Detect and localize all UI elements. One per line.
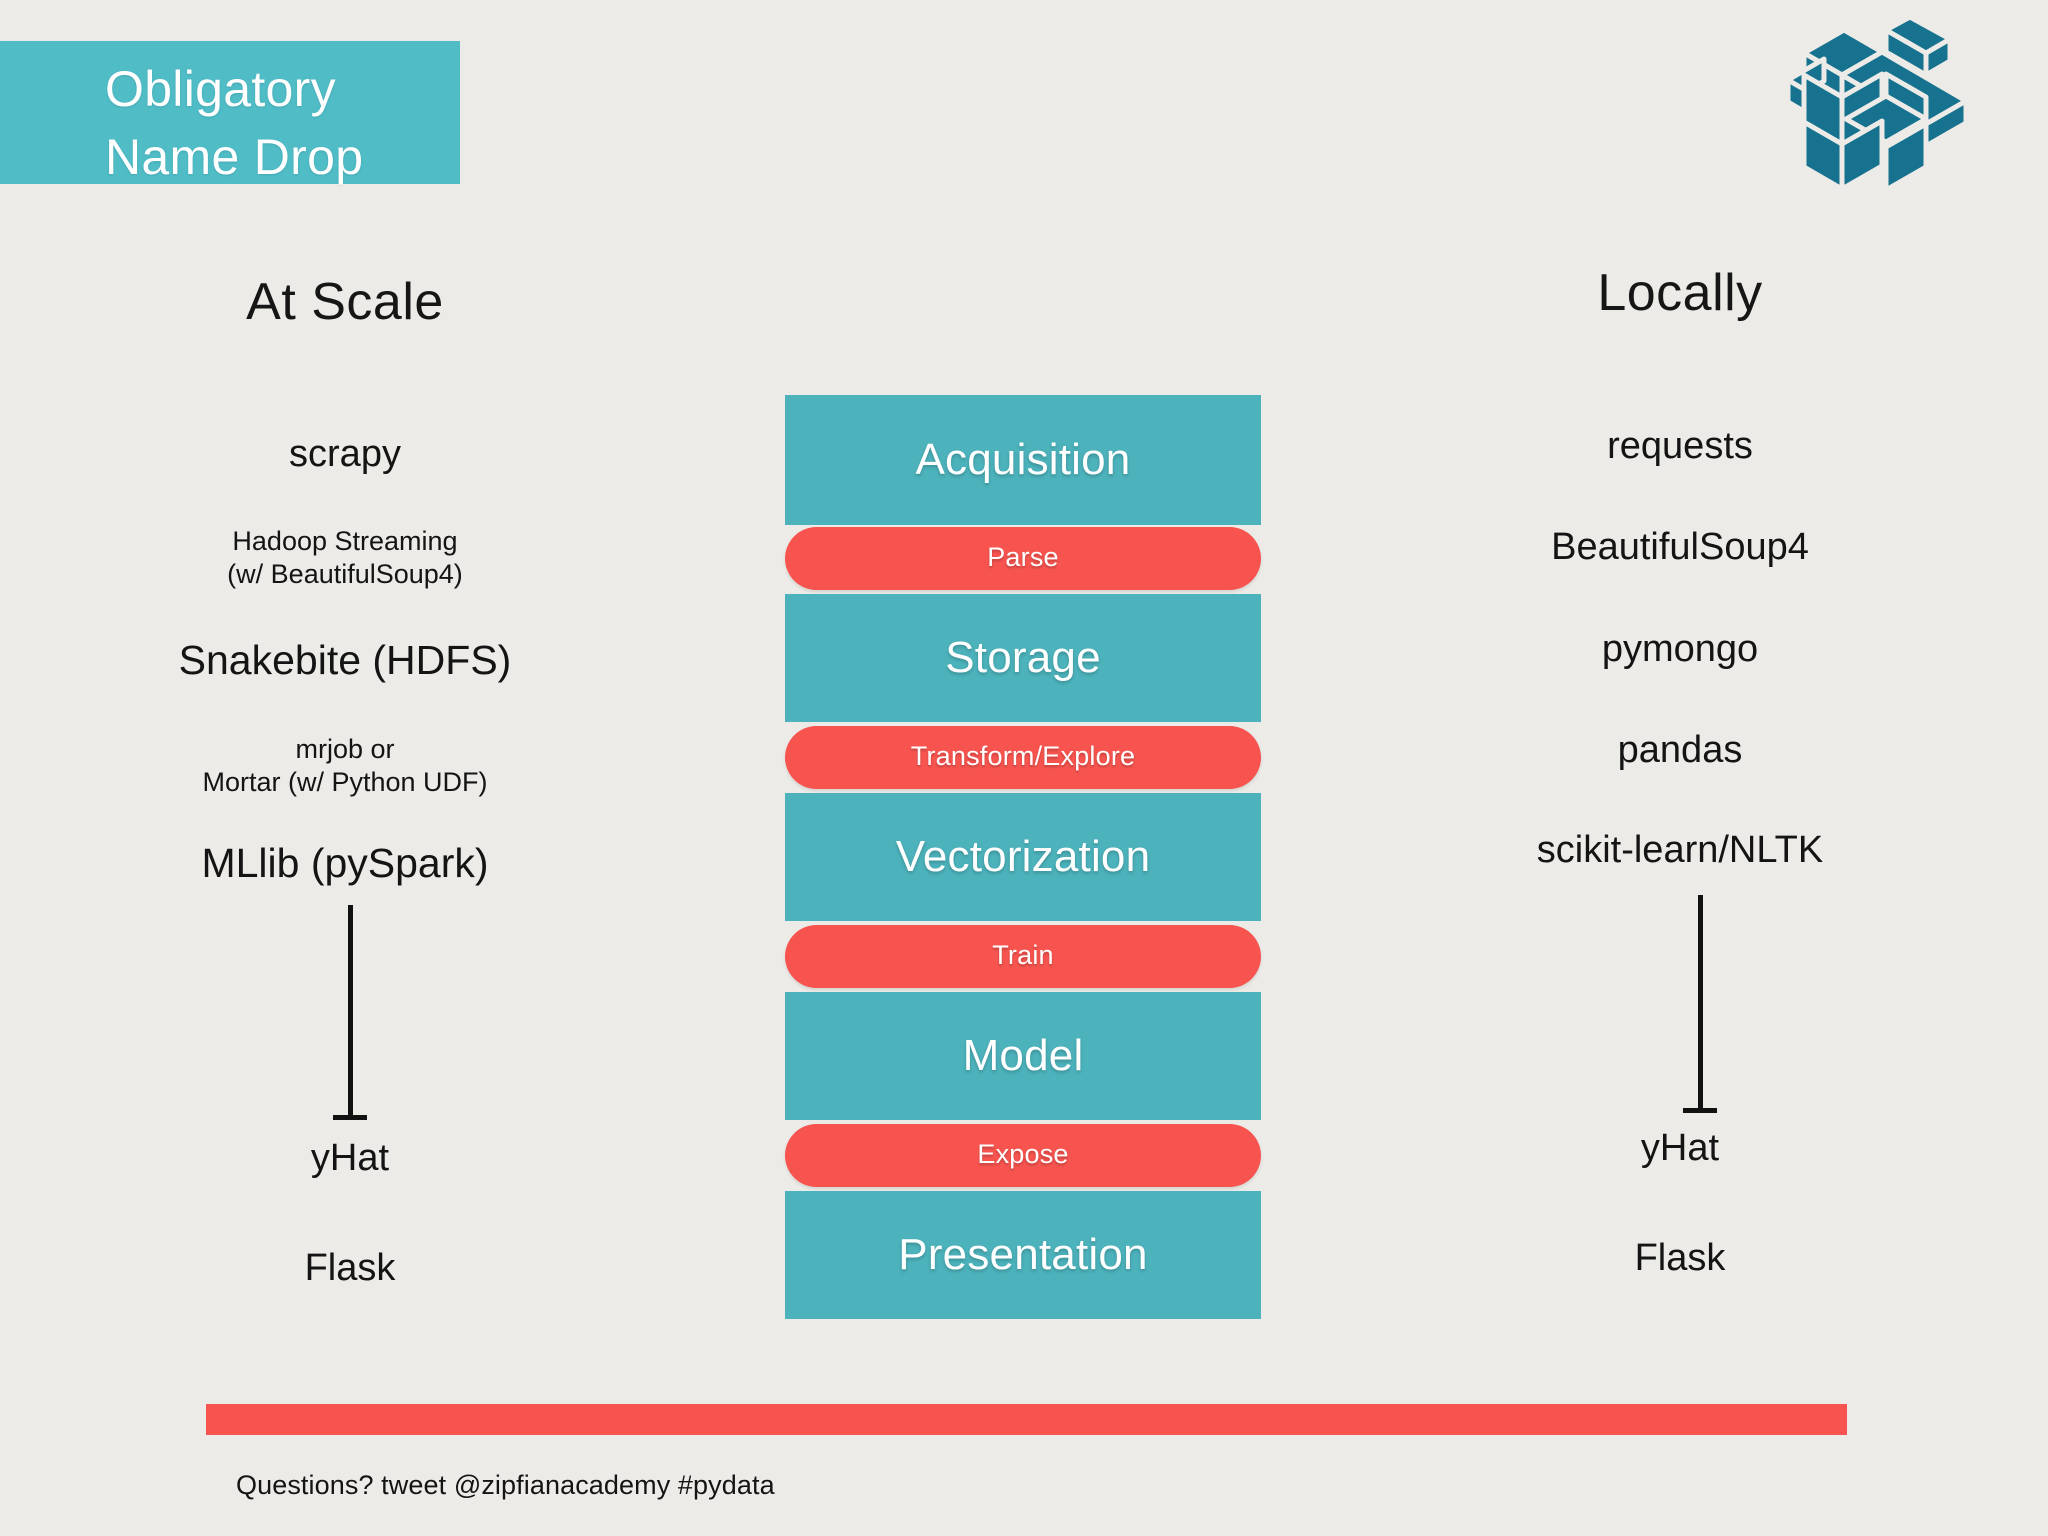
pipeline-stage-model: Model	[785, 992, 1261, 1120]
left-item-scrapy: scrapy	[289, 433, 401, 475]
right-connector-bracket	[1630, 895, 1770, 1113]
pipeline-stage-label: Storage	[945, 633, 1101, 682]
right-item-pymongo: pymongo	[1601, 628, 1759, 670]
left-connector-foot	[333, 1115, 367, 1120]
left-item-flask: Flask	[304, 1247, 396, 1289]
pydata-logo-icon	[1782, 14, 1972, 193]
pipeline-stage-label: Presentation	[898, 1230, 1148, 1279]
right-item-yhat: yHat	[1640, 1127, 1720, 1169]
pipeline-stage-train: Train	[785, 925, 1261, 988]
right-item-flask: Flask	[1634, 1237, 1726, 1279]
pipeline-stage-expose: Expose	[785, 1124, 1261, 1187]
right-item-bs4: BeautifulSoup4	[1551, 526, 1809, 568]
pipeline-stage-label: Train	[992, 940, 1054, 970]
pipeline-stage-vectorization: Vectorization	[785, 793, 1261, 921]
slide-title-banner: Obligatory Name Drop	[0, 41, 460, 185]
column-heading-locally: Locally	[1597, 264, 1763, 322]
pipeline-stage-label: Expose	[977, 1139, 1069, 1169]
pipeline-stage-parse: Parse	[785, 527, 1261, 590]
right-connector-foot	[1683, 1108, 1717, 1113]
left-connector-bracket	[280, 905, 420, 1120]
left-item-hadoop: Hadoop Streaming (w/ BeautifulSoup4)	[227, 526, 463, 589]
pipeline-stage-presentation: Presentation	[785, 1191, 1261, 1319]
left-item-mllib: MLlib (pySpark)	[201, 840, 489, 886]
right-connector-stem	[1698, 895, 1703, 1113]
column-heading-at-scale: At Scale	[246, 273, 444, 331]
slide-title-line-1: Obligatory	[105, 61, 336, 117]
right-item-sklearn: scikit-learn/NLTK	[1536, 829, 1824, 871]
pipeline-stage-acquisition: Acquisition	[785, 395, 1261, 525]
pipeline-stage-label: Model	[962, 1031, 1084, 1080]
pipeline-stage-label: Acquisition	[915, 435, 1131, 484]
slide-title-line-2: Name Drop	[105, 129, 364, 185]
right-item-pandas: pandas	[1617, 729, 1743, 771]
right-item-requests: requests	[1607, 425, 1753, 467]
left-item-snakebite: Snakebite (HDFS)	[178, 637, 512, 683]
pipeline-stage-transform-explore: Transform/Explore	[785, 726, 1261, 789]
footer-divider-bar	[206, 1404, 1847, 1435]
footer-contact-text: Questions? tweet @zipfianacademy #pydata	[236, 1470, 775, 1500]
pipeline-stage-label: Vectorization	[895, 832, 1151, 881]
left-connector-stem	[348, 905, 353, 1120]
pipeline-stage-label: Parse	[987, 542, 1059, 572]
left-item-mrjob: mrjob or Mortar (w/ Python UDF)	[202, 734, 488, 797]
left-item-yhat: yHat	[310, 1137, 390, 1179]
pipeline-stage-storage: Storage	[785, 594, 1261, 722]
pipeline-stage-label: Transform/Explore	[910, 741, 1136, 771]
